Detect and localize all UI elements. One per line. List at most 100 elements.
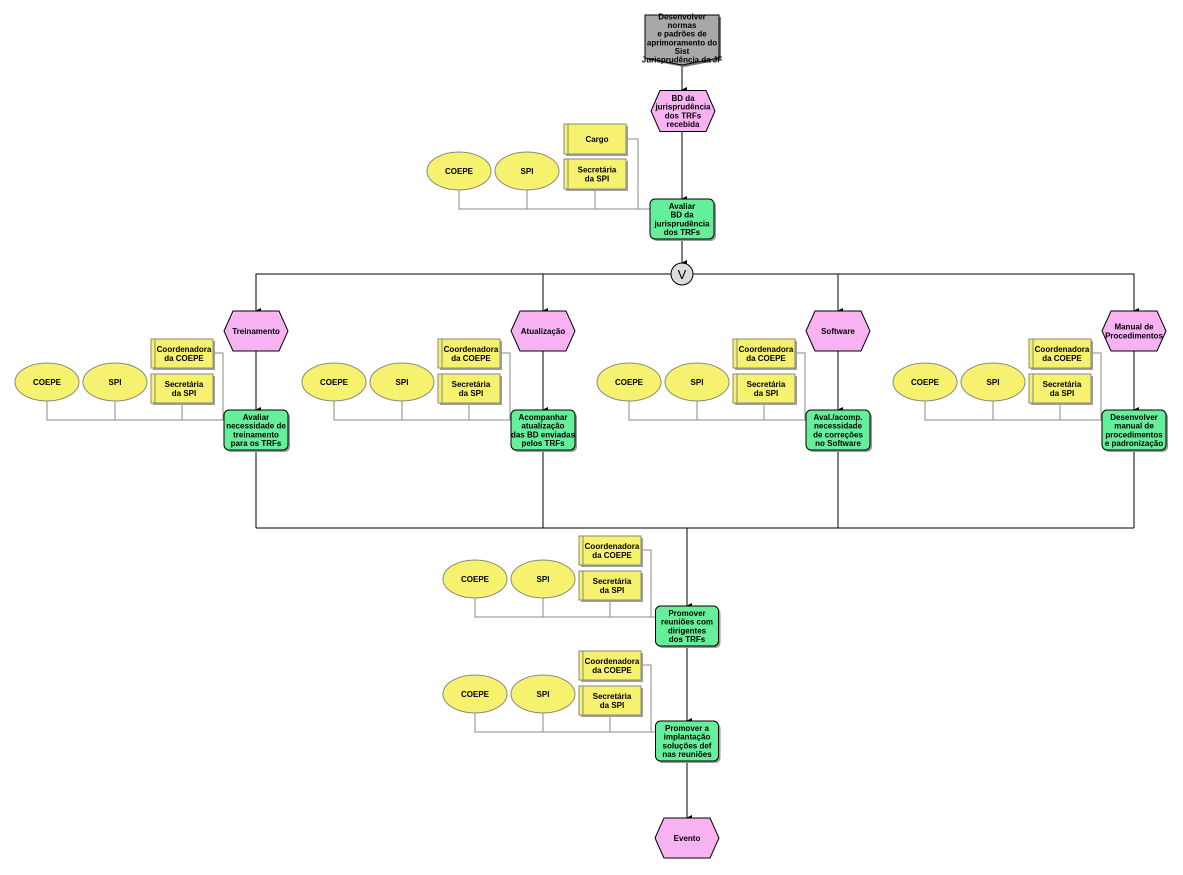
org-unit-ellipse	[14, 362, 80, 402]
label-line: e padronização	[1105, 439, 1163, 448]
org-unit-coepe[interactable]: COEPE	[442, 674, 508, 714]
org-unit-coepe[interactable]: COEPE	[14, 362, 80, 402]
or-connector[interactable]: V	[670, 262, 694, 286]
flow-arrow	[255, 273, 671, 314]
label-line: de correções	[813, 430, 863, 439]
org-unit-ellipse	[82, 362, 148, 402]
association-line	[500, 352, 511, 420]
org-unit-label: SPI	[537, 575, 550, 584]
org-unit-spi[interactable]: SPI	[494, 151, 560, 191]
label-line: Secretária	[1043, 380, 1082, 389]
org-unit-label: COEPE	[461, 690, 490, 699]
org-unit-spi[interactable]: SPI	[510, 674, 576, 714]
org-unit-coepe[interactable]: COEPE	[596, 362, 662, 402]
label-line: Secretária	[165, 380, 204, 389]
function-box	[805, 409, 871, 451]
association-line	[628, 401, 806, 421]
label-line: Secretária	[747, 380, 786, 389]
label-line: SPI	[987, 378, 1000, 387]
label-line: nas reuniões	[662, 750, 712, 759]
label-line: Secretária	[593, 577, 632, 586]
event-branch-1[interactable]: Treinamento	[223, 310, 289, 352]
association-line	[795, 352, 806, 420]
label-line: SPI	[691, 378, 704, 387]
label-line: da COEPE	[451, 354, 491, 363]
label-line: Secretária	[593, 692, 632, 701]
role-box	[1028, 373, 1092, 404]
org-unit-spi[interactable]: SPI	[82, 362, 148, 402]
event-hexagon	[654, 817, 720, 859]
label-line: Cargo	[585, 135, 608, 144]
org-unit-ellipse	[596, 362, 662, 402]
label-line: da COEPE	[164, 354, 204, 363]
association-line	[1091, 352, 1102, 420]
org-unit-ellipse	[960, 362, 1026, 402]
org-unit-coepe[interactable]: COEPE	[442, 559, 508, 599]
org-unit-coepe[interactable]: COEPE	[301, 362, 367, 402]
label-line: da COEPE	[1042, 354, 1082, 363]
role-box	[732, 338, 796, 369]
role-cargo[interactable]: Cargo	[563, 123, 628, 156]
label-line: COEPE	[461, 690, 490, 699]
event-label: Evento	[674, 834, 701, 843]
org-unit-spi[interactable]: SPI	[510, 559, 576, 599]
org-unit-spi[interactable]: SPI	[369, 362, 435, 402]
org-unit-ellipse	[369, 362, 435, 402]
label-line: Aval./acomp.	[813, 413, 862, 422]
label-line: COEPE	[911, 378, 940, 387]
label-line: Coordenadora	[1035, 345, 1090, 354]
label-line: COEPE	[320, 378, 349, 387]
role-box	[578, 650, 642, 681]
event-branch-3[interactable]: Software	[805, 310, 871, 352]
function-box	[223, 409, 289, 451]
label-line: SPI	[109, 378, 122, 387]
org-unit-label: COEPE	[615, 378, 644, 387]
flow-arrow	[693, 273, 1139, 314]
label-line: Coordenadora	[157, 345, 212, 354]
role-box	[1028, 338, 1092, 369]
org-unit-spi[interactable]: SPI	[664, 362, 730, 402]
label-line: Desenvolver	[1110, 413, 1158, 422]
event-branch-2[interactable]: Atualização	[510, 310, 576, 352]
event-end[interactable]: Evento	[654, 817, 720, 859]
org-unit-ellipse	[426, 151, 492, 191]
org-unit-coepe[interactable]: COEPE	[426, 151, 492, 191]
org-unit-spi[interactable]: SPI	[960, 362, 1026, 402]
association-line	[213, 352, 224, 420]
org-unit-coepe[interactable]: COEPE	[892, 362, 958, 402]
org-unit-label: SPI	[109, 378, 122, 387]
label-line: Avaliar	[243, 413, 269, 422]
label-line: Evento	[674, 834, 701, 843]
